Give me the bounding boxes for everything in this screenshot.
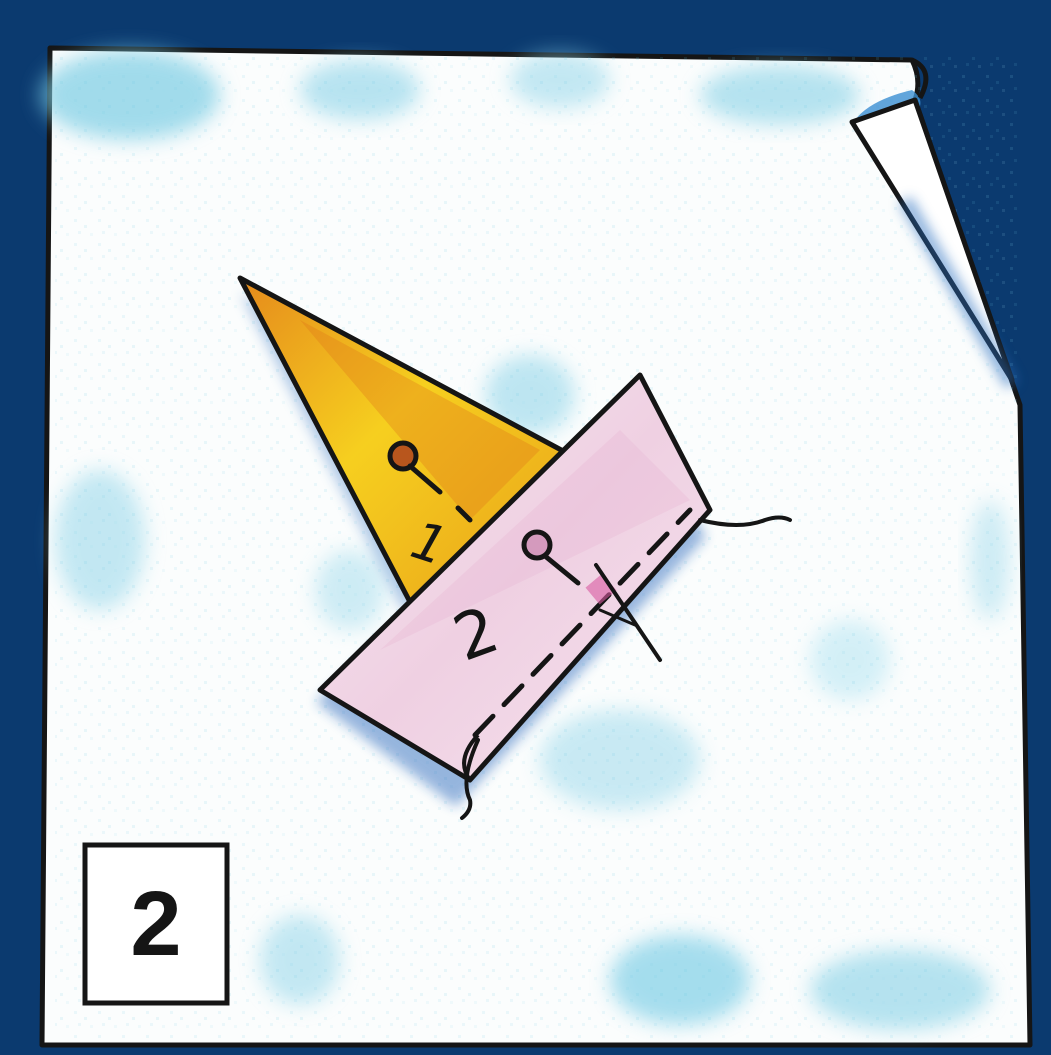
step-number: 2 (130, 873, 181, 975)
step-number-box: 2 (85, 845, 227, 1003)
